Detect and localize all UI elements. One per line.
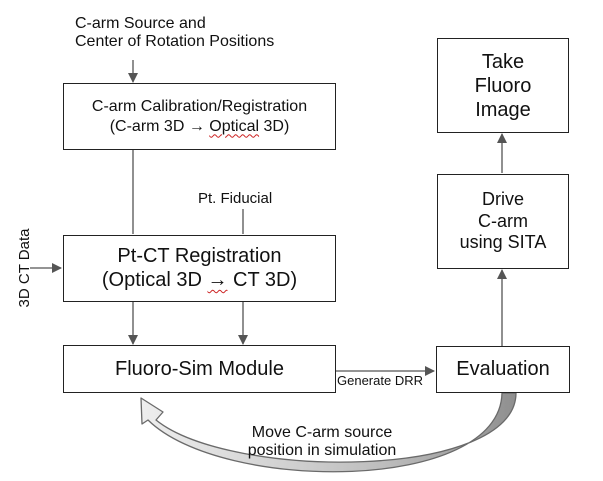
evaluation-box: Evaluation — [436, 346, 570, 393]
calibration-box: C-arm Calibration/Registration (C-arm 3D… — [63, 83, 336, 150]
pt-fiducial-label: Pt. Fiducial — [198, 190, 273, 207]
evaluation-title: Evaluation — [456, 358, 550, 380]
pt-ct-subtitle: (Optical 3D → CT 3D) — [101, 269, 298, 291]
ct-data-label: 3D CT Data — [16, 228, 33, 308]
generate-drr-label: Generate DRR — [337, 373, 423, 388]
calibration-subtitle: (C-arm 3D → Optical 3D) — [109, 117, 290, 135]
fluoro-sim-box: Fluoro-Sim Module — [63, 345, 336, 393]
loop-arrow — [140, 392, 517, 473]
take-fluoro-image-box: Take Fluoro Image — [437, 38, 569, 133]
calibration-title: C-arm Calibration/Registration — [91, 97, 308, 115]
pt-ct-registration-box: Pt-CT Registration (Optical 3D → CT 3D) — [63, 235, 336, 302]
carm-positions-label: C-arm Source and Center of Rotation Posi… — [75, 15, 275, 51]
pt-ct-title: Pt-CT Registration — [117, 245, 282, 267]
loop-label: Move C-arm source position in simulation — [247, 424, 397, 460]
drive-carm-box: Drive C-arm using SITA — [437, 174, 569, 269]
fluoro-sim-title: Fluoro-Sim Module — [115, 357, 284, 380]
